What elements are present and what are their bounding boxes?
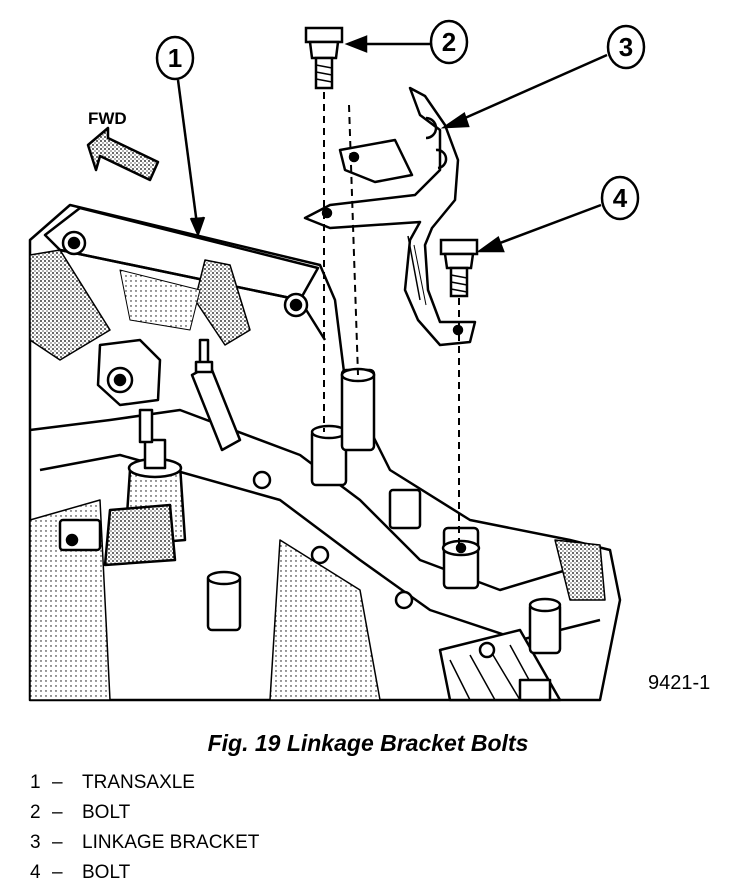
svg-text:FWD: FWD [88, 109, 127, 128]
legend-number: 1 [30, 772, 41, 793]
legend-number: 4 [30, 862, 41, 883]
legend-number: 2 [30, 802, 41, 823]
forward-arrow-icon: FWD [86, 109, 160, 182]
legend-item: 2–BOLT [30, 798, 259, 828]
svg-text:4: 4 [613, 183, 628, 213]
legend-number: 3 [30, 832, 41, 853]
legend-dash: – [52, 862, 63, 883]
legend-label: BOLT [82, 802, 131, 823]
callout-4: 4 [476, 175, 640, 253]
linkage-bracket [303, 86, 477, 347]
legend-dash: – [52, 832, 63, 853]
legend-item: 1–TRANSAXLE [30, 768, 259, 798]
bolt-2 [304, 26, 344, 90]
svg-text:3: 3 [619, 32, 633, 62]
diagram-illustration: FWD 1 2 3 4 [28, 19, 646, 702]
figure-id: 9421-1 [648, 672, 711, 694]
callout-2: 2 [344, 19, 469, 65]
figure-caption: Fig. 19 Linkage Bracket Bolts [207, 730, 529, 756]
legend-dash: – [52, 802, 63, 823]
legend-label: BOLT [82, 862, 131, 883]
alignment-lines [323, 92, 460, 545]
callout-1: 1 [155, 35, 206, 238]
legend-item: 3–LINKAGE BRACKET [30, 828, 259, 858]
transaxle-housing [28, 203, 622, 702]
legend: 1–TRANSAXLE 2–BOLT 3–LINKAGE BRACKET 4–B… [30, 768, 259, 888]
legend-label: TRANSAXLE [82, 772, 195, 793]
legend-item: 4–BOLT [30, 858, 259, 888]
legend-dash: – [52, 772, 63, 793]
callout-3: 3 [440, 24, 646, 129]
bolt-4 [439, 238, 479, 298]
svg-text:2: 2 [442, 27, 456, 57]
legend-label: LINKAGE BRACKET [82, 832, 260, 853]
svg-text:1: 1 [168, 43, 182, 73]
